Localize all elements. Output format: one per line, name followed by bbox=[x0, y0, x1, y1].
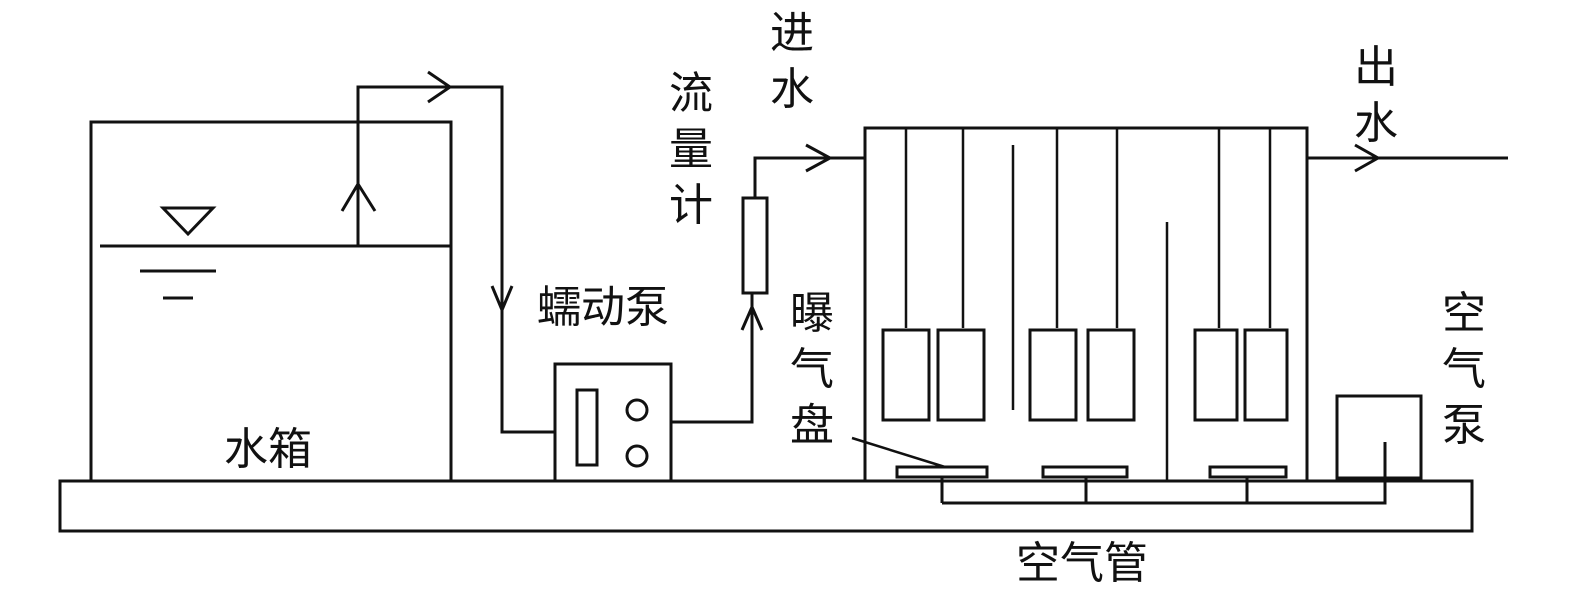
aeration-disc bbox=[1041, 465, 1129, 479]
flowmeter bbox=[741, 196, 769, 295]
aeration-disc bbox=[895, 465, 989, 479]
air-pump bbox=[1335, 394, 1423, 480]
aeration-disc bbox=[1208, 465, 1288, 479]
arrow-up-icon bbox=[740, 303, 764, 331]
inflow-label: 进水 bbox=[770, 8, 814, 115]
arrow-up-icon bbox=[340, 181, 377, 212]
arrow-right-icon bbox=[805, 143, 834, 173]
air-pipe-label: 空气管 bbox=[1016, 538, 1148, 589]
peristaltic-pump-label: 蠕动泵 bbox=[537, 282, 669, 333]
water-level-symbol bbox=[159, 206, 217, 237]
arrow-right-icon bbox=[1354, 143, 1382, 173]
arrow-right-icon bbox=[427, 70, 453, 104]
recirculation-pipe bbox=[340, 70, 555, 434]
air-pump-label: 空气泵 bbox=[1442, 288, 1486, 451]
flowmeter-label: 流量计 bbox=[669, 68, 713, 231]
aeration-disc-label: 曝气盘 bbox=[790, 288, 834, 451]
inflow-pipe bbox=[671, 143, 865, 424]
outflow-label: 出水 bbox=[1354, 42, 1398, 149]
reactor bbox=[851, 126, 1309, 483]
peristaltic-pump bbox=[553, 362, 673, 483]
air-pipe bbox=[940, 442, 1387, 505]
water-tank-label: 水箱 bbox=[224, 424, 312, 475]
arrow-down-icon bbox=[490, 285, 514, 314]
water-tank bbox=[89, 120, 453, 481]
outflow-pipe bbox=[1307, 143, 1508, 173]
base-platform bbox=[58, 479, 1474, 533]
